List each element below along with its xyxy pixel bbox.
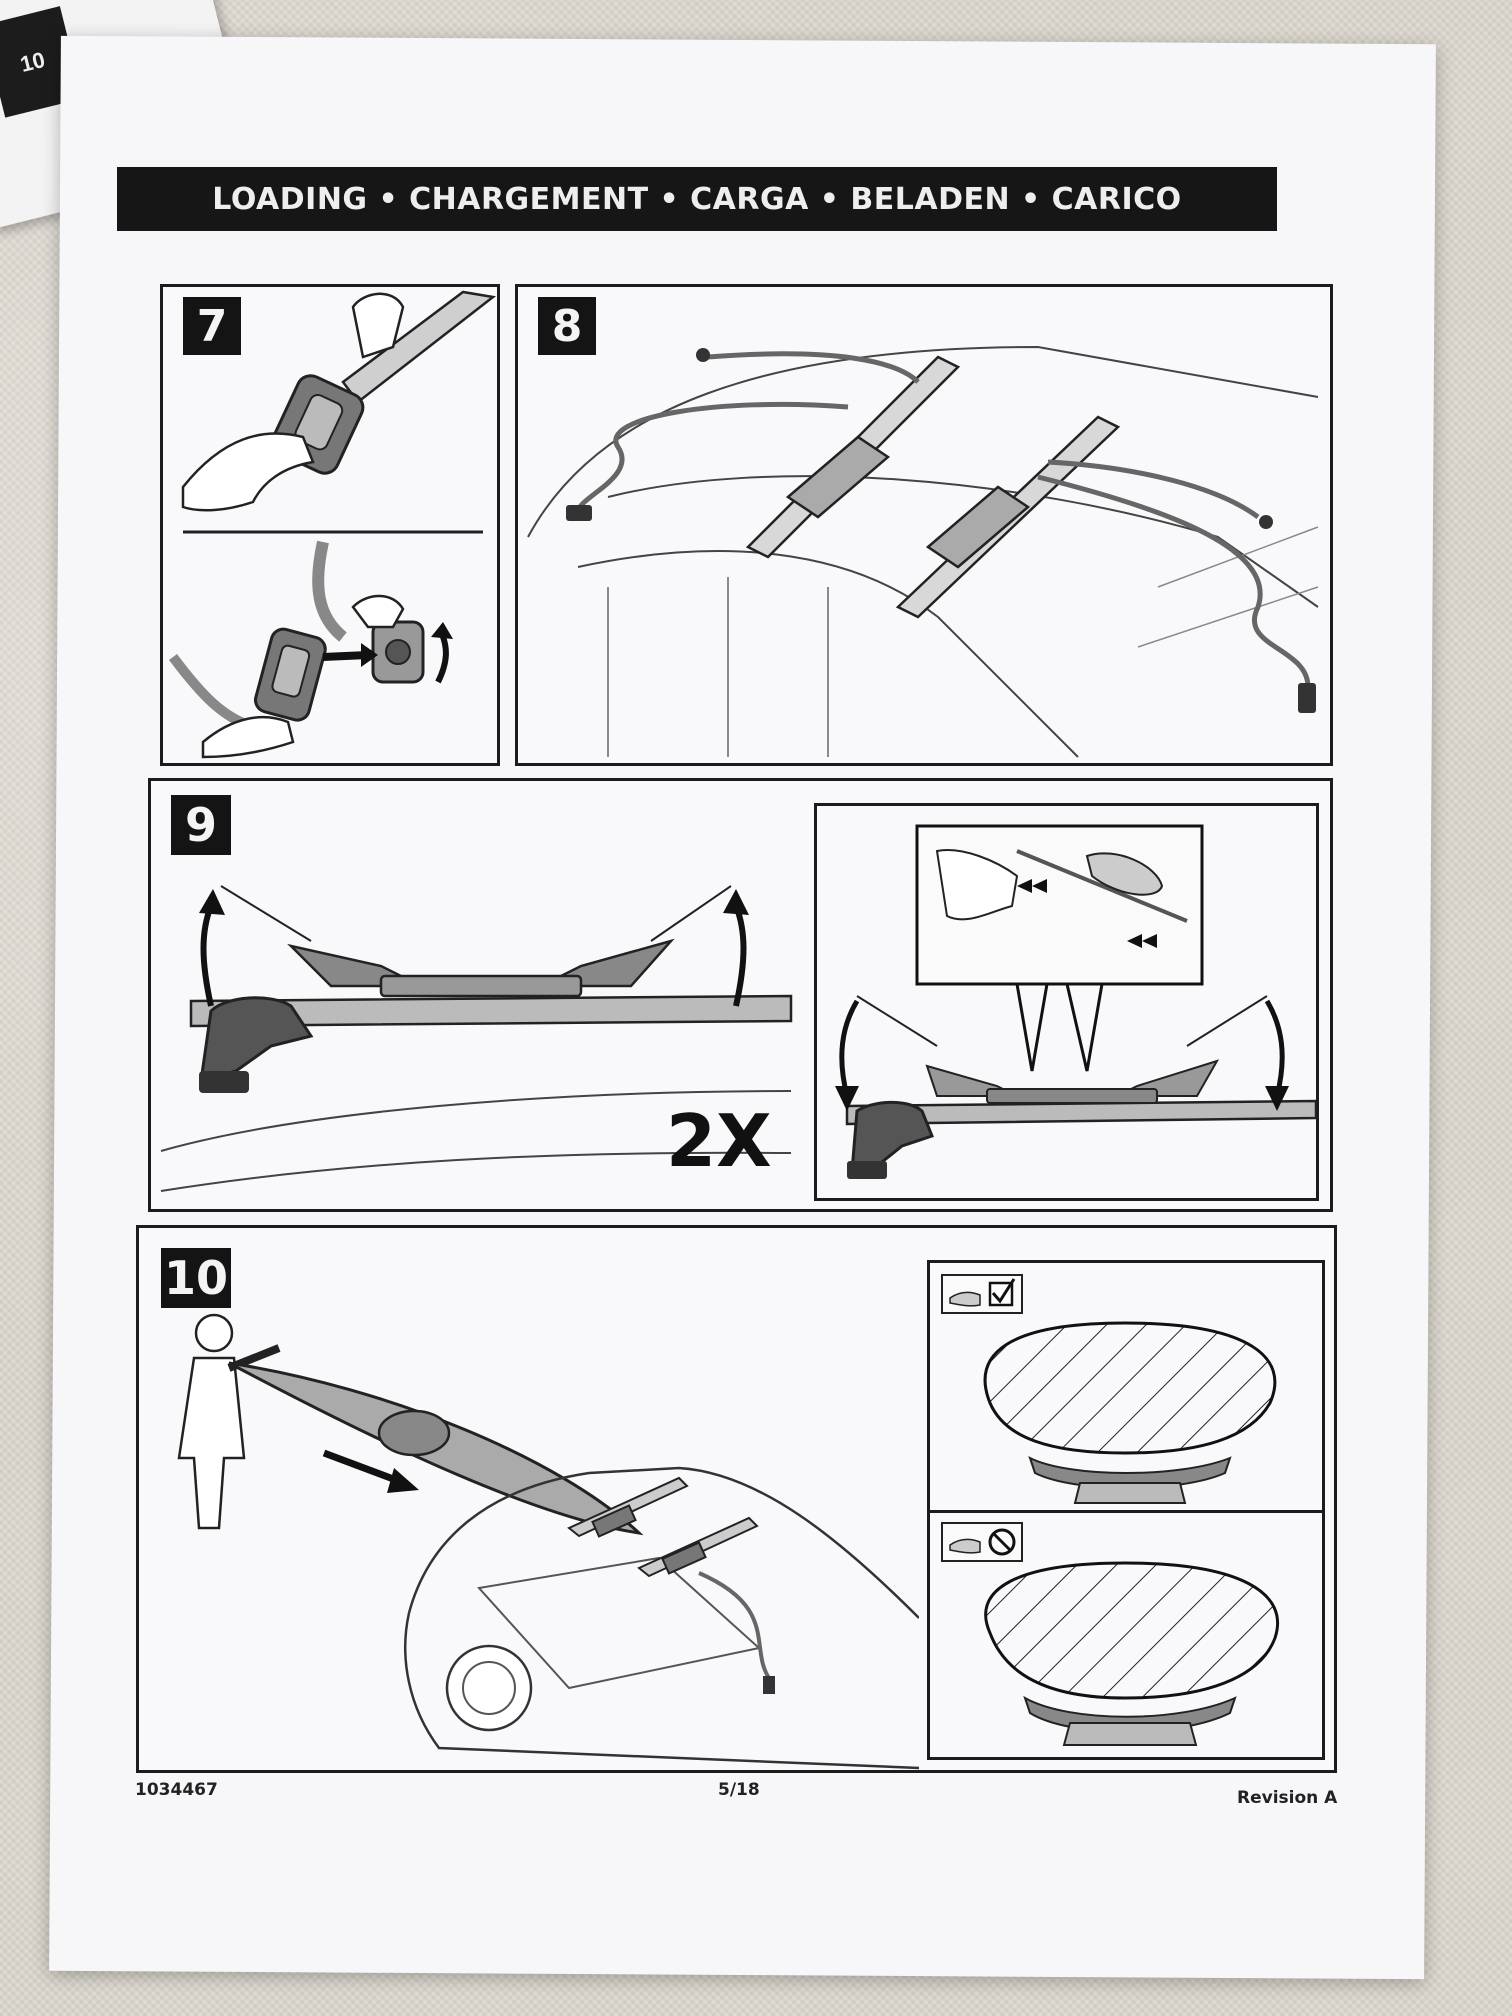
page-number: 5/18 bbox=[718, 1780, 760, 1800]
step-10-panel: 10 bbox=[136, 1225, 1337, 1773]
step-8-panel: 8 bbox=[515, 284, 1333, 766]
step-9-panel: 9 2X bbox=[148, 778, 1333, 1212]
step-9-detail-panel bbox=[814, 803, 1319, 1201]
correct-kayak-profile bbox=[941, 1274, 1277, 1504]
incorrect-position-panel bbox=[927, 1510, 1325, 1760]
page-title: LOADING • CHARGEMENT • CARGA • BELADEN •… bbox=[117, 167, 1277, 231]
multiplier-label: 2X bbox=[666, 1099, 772, 1183]
step-9-badge: 9 bbox=[171, 795, 231, 855]
incorrect-kayak-profile bbox=[941, 1522, 1280, 1746]
strap-buckle-illustration bbox=[169, 290, 497, 759]
roof-rack-carriers-illustration bbox=[527, 345, 1319, 758]
correct-position-panel bbox=[927, 1260, 1325, 1517]
kayak-loading-illustration bbox=[177, 1313, 919, 1770]
document-number: 1034467 bbox=[135, 1780, 218, 1800]
carrier-open-illustration bbox=[160, 885, 793, 1192]
carrier-close-illustration bbox=[835, 824, 1316, 1179]
step-7-panel: 7 bbox=[160, 284, 500, 766]
step-8-badge: 8 bbox=[538, 297, 596, 355]
step-7-badge: 7 bbox=[183, 297, 241, 355]
revision-label: Revision A bbox=[1237, 1788, 1338, 1808]
step-10-badge: 10 bbox=[161, 1248, 231, 1308]
